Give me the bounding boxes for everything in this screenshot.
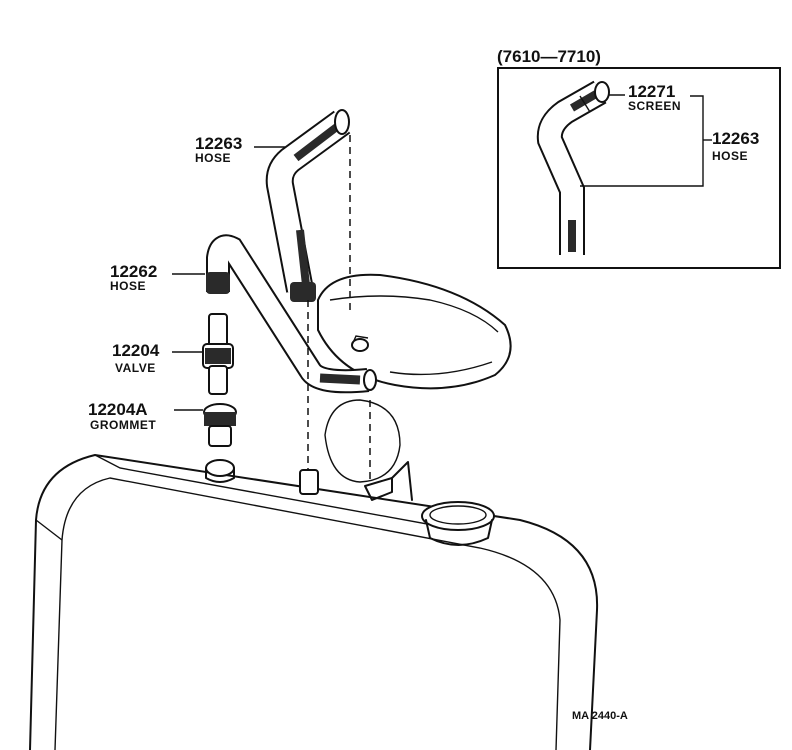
inset-detail: (7610—7710) 12271 SCREEN 12263 HOSE [497,47,781,269]
separator-canister [317,273,512,390]
part-name-hose: HOSE [110,279,146,293]
figure-code: MA 2440-A [572,710,628,722]
inset-part-name-hose: HOSE [712,149,748,163]
inset-model-range: (7610—7710) [497,47,601,66]
inset-part-number-12271: 12271 [628,82,675,101]
part-name-valve: VALVE [115,361,156,375]
part-number-12263: 12263 [195,134,242,153]
valve-12204 [202,313,234,395]
part-name-grommet: GROMMET [90,418,156,432]
part-name-hose: HOSE [195,151,231,165]
fuel-tank [29,454,599,750]
inset-part-number-12263: 12263 [712,129,759,148]
part-number-12204: 12204 [112,341,160,360]
part-number-12204a: 12204A [88,400,148,419]
inset-part-name-screen: SCREEN [628,99,681,113]
grommet-12204a [203,403,237,447]
hose-12263 [265,109,351,302]
mount-outline [324,399,401,483]
part-number-12262: 12262 [110,262,157,281]
hose-12262 [206,234,377,394]
